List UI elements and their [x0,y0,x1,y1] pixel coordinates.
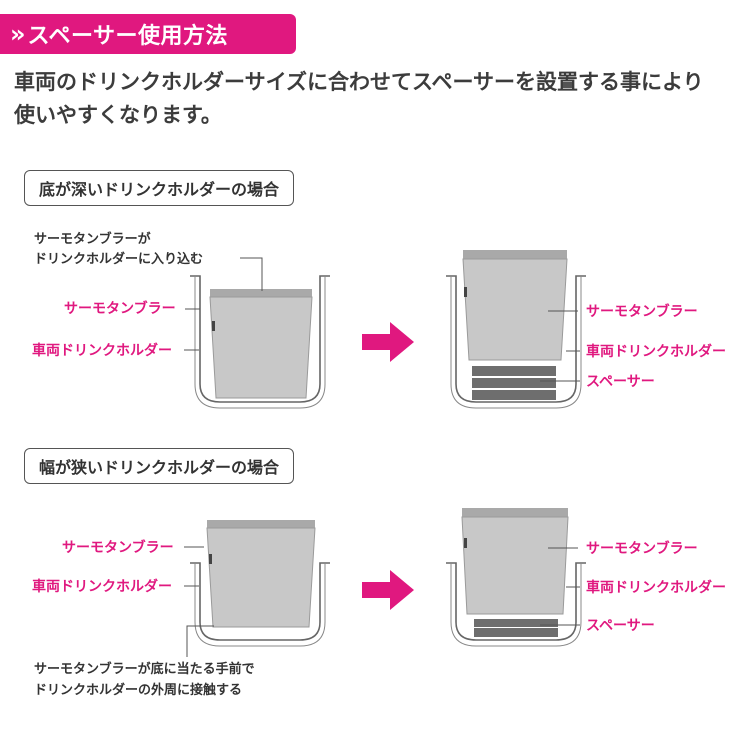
deep-tumbler-label-left: サーモタンブラー [64,300,176,317]
narrow-holder-after [446,508,586,647]
deep-tumbler-label-right: サーモタンブラー [586,303,698,320]
section-deep-holder-title: 底が深いドリンクホルダーの場合 [24,170,295,206]
tumbler-rim [463,250,567,259]
spacer-block [474,619,558,627]
holder-inner [450,276,582,409]
tumbler-rim [207,520,315,528]
intro-line-1: 車両のドリンクホルダーサイズに合わせてスペーサーを設置する事により [14,70,704,94]
holder-inner [194,563,326,647]
holder-inner [194,276,326,409]
narrow-holder-label-left: 車両ドリンクホルダー [32,578,172,595]
deep-spacer-label-right: スペーサー [586,374,655,390]
section-narrow-holder-title: 幅が狭いドリンクホルダーの場合 [24,448,295,484]
tumbler-clip [464,538,467,548]
narrow-tumbler-label-left: サーモタンブラー [62,539,174,556]
header-title: スペーサー使用方法 [27,24,229,49]
narrow-note-line-1: サーモタンブラーが底に当たる手前で [34,661,255,677]
narrow-note-line-2: ドリンクホルダーの外周に接触する [34,682,242,698]
holder-inner [450,563,582,647]
intro-line-2: 使いやすくなります。 [14,103,222,127]
spacer-block [472,390,556,400]
holder-outline [446,275,586,403]
tumbler-body [206,527,316,628]
deep-note-line-2: ドリンクホルダーに入り込む [34,251,203,267]
deep-note-leader [240,257,263,291]
tumbler-body [462,258,568,361]
deep-holder-after [446,250,586,409]
tumbler-clip [209,554,212,564]
narrow-spacer-label-right: スペーサー [586,618,655,634]
tumbler-clip [212,321,215,331]
tumbler-rim [462,508,568,517]
spacer-block [472,366,556,376]
section-header: » スペーサー使用方法 [0,14,296,54]
spacer-block [474,628,558,637]
tumbler-clip [464,287,467,297]
deep-holder-before [190,275,330,409]
arrow-right-icon [362,570,414,610]
intro-text: 車両のドリンクホルダーサイズに合わせてスペーサーを設置する事により 使いやすくな… [14,66,740,132]
arrow-right-icon [362,322,414,362]
narrow-note-leader [186,625,214,657]
holder-outline [446,562,586,641]
narrow-holder-label-right: 車両ドリンクホルダー [586,579,726,596]
tumbler-rim [210,289,312,297]
tumbler-body [461,516,569,615]
deep-note-line-1: サーモタンブラーが [34,231,151,247]
tumbler-body [209,296,313,399]
holder-outline [190,275,330,403]
narrow-holder-before [190,520,330,647]
spacer-block [472,378,556,388]
holder-outline [190,562,330,641]
deep-holder-label-right: 車両ドリンクホルダー [586,343,726,360]
narrow-tumbler-label-right: サーモタンブラー [586,540,698,557]
deep-holder-label-left: 車両ドリンクホルダー [32,342,172,359]
